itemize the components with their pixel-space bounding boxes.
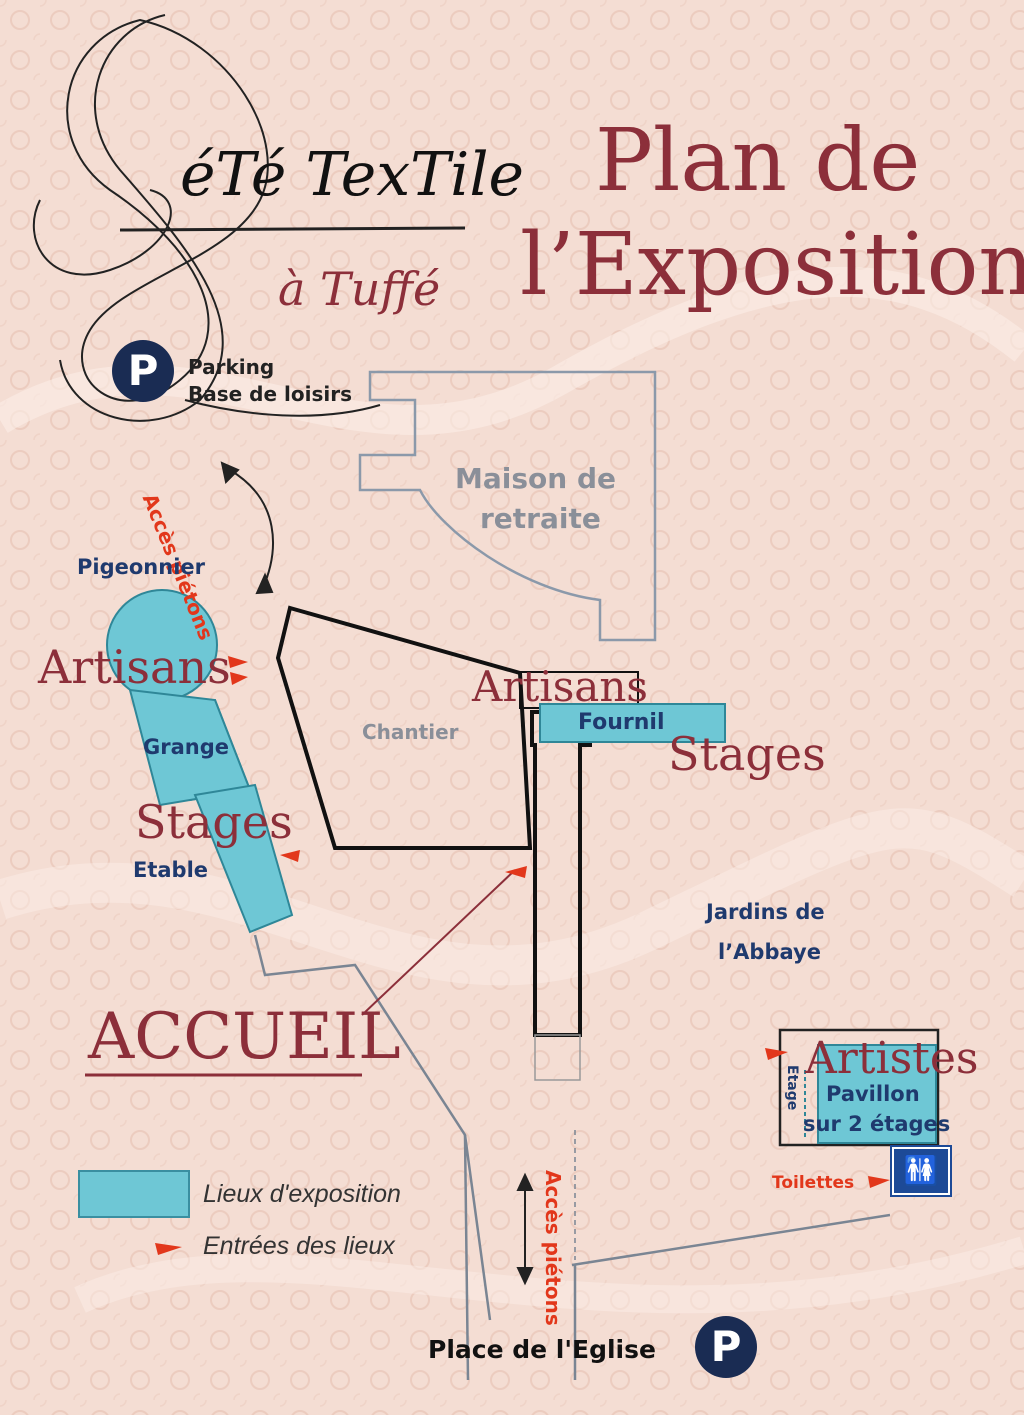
chantier-label: Chantier [362,720,459,744]
thread-logo-icon [32,14,466,422]
parking-top-sublabel: Base de loisirs [188,382,352,406]
page-title: Plan de [595,111,921,211]
fournil-shape [539,703,726,743]
logo-name: éTé TexTile [180,140,525,210]
maison-de-retraite-outline [358,370,657,642]
chantier-outline [275,605,533,850]
fournil-label: Fournil [578,710,665,735]
page-title-line2: l’Exposition [520,215,1024,315]
jardins-label: Jardins de [706,900,825,924]
artistes-annotation: Artistes [805,1033,979,1084]
artisans-center-annotation: Artisans [472,662,648,711]
legend-exposition-swatch [78,1170,190,1218]
accueil-annotation: ACCUEIL [88,1000,401,1074]
toilet-icon: 🚻 [890,1145,952,1197]
artisans-left-annotation: Artisans [38,640,231,694]
grange-shapes [106,589,294,934]
legend-exposition-label: Lieux d'exposition [203,1180,401,1208]
logo-location: à Tuffé [278,262,441,316]
etage-label: Etage [784,1065,800,1111]
place-eglise-label: Place de l'Eglise [428,1335,656,1364]
stages-left-annotation: Stages [135,795,293,849]
toilettes-label: Toilettes [772,1173,855,1193]
grange-label: Grange [143,735,229,759]
pavillon-label: Pavillon [826,1082,920,1106]
parking-bottom-icon: P [695,1316,757,1378]
pavillon-shape [778,1028,940,1147]
access-bottom-label: Accès piétons [541,1170,565,1326]
entry-markers [155,656,890,1255]
pigeonnier-label: Pigeonnier [77,555,205,579]
corridor-outline [530,710,592,1037]
etable-label: Etable [133,858,209,882]
pavillon-sublabel: sur 2 étages [803,1112,951,1136]
stages-right-annotation: Stages [668,727,826,781]
jardins-label-line2: l’Abbaye [718,940,821,964]
parking-icon: P [112,340,174,402]
legend-entrees-label: Entrées des lieux [203,1232,395,1260]
maison-label: Maison de [455,462,616,495]
maison-label-line2: retraite [480,502,601,535]
parking-top-label: Parking [188,355,275,379]
